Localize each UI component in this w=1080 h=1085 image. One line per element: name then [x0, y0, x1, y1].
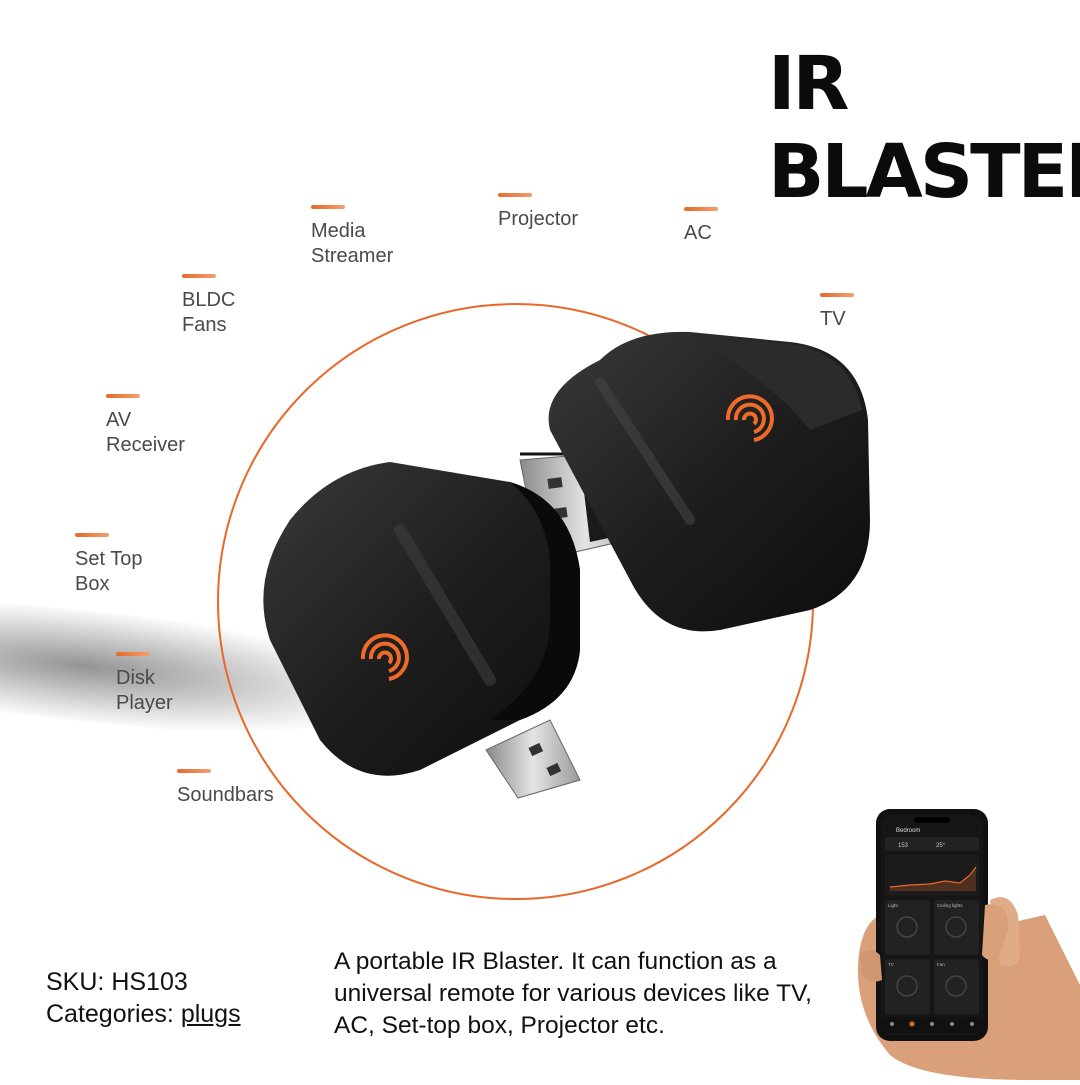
- dash-marker: [75, 533, 109, 537]
- device-label-text: BLDC Fans: [182, 289, 236, 336]
- categories-label: Categories:: [46, 1000, 174, 1028]
- sku-line: SKU: HS103: [46, 966, 241, 998]
- phone-illustration: Bedroom 153 25° Light Ceiling lights TV …: [857, 809, 1080, 1080]
- dash-marker: [116, 652, 150, 656]
- phone-card-label: Light: [888, 903, 899, 908]
- dash-marker: [106, 394, 140, 398]
- device-label-tv: TV: [820, 293, 854, 332]
- brand-logo-icon: [725, 394, 774, 442]
- phone-card-label: Ceiling lights: [937, 903, 963, 908]
- phone-card-label: TV: [888, 962, 894, 967]
- device-label-projector: Projector: [498, 193, 578, 232]
- device-label-av-receiver: AV Receiver: [106, 394, 185, 458]
- dash-marker: [177, 769, 211, 773]
- device-label-disk-player: Disk Player: [116, 652, 173, 716]
- device-label-text: AV Receiver: [106, 409, 185, 456]
- ir-blaster-device-left: [263, 462, 580, 776]
- device-label-ac: AC: [684, 207, 718, 246]
- product-description: A portable IR Blaster. It can function a…: [334, 948, 812, 1039]
- dash-marker: [182, 274, 216, 278]
- device-label-text: Set Top Box: [75, 548, 143, 595]
- device-label-text: TV: [820, 308, 846, 330]
- device-label-text: Soundbars: [177, 784, 274, 806]
- device-label-text: Media Streamer: [311, 220, 394, 267]
- device-label-text: AC: [684, 222, 712, 244]
- category-link-plugs[interactable]: plugs: [180, 1000, 241, 1028]
- categories-line: Categories: plugs: [46, 998, 241, 1030]
- dash-marker: [684, 207, 718, 211]
- dash-marker: [820, 293, 854, 297]
- title-line-1: IR: [768, 41, 850, 127]
- device-label-text: Disk Player: [116, 667, 173, 714]
- sku-label: SKU:: [46, 968, 105, 996]
- device-label-text: Projector: [498, 208, 579, 230]
- device-label-bldc-fans: BLDC Fans: [182, 274, 235, 338]
- dash-marker: [311, 205, 345, 209]
- device-label-soundbars: Soundbars: [177, 769, 274, 808]
- ir-blaster-product-image: [263, 331, 870, 799]
- usb-plug-left: [485, 719, 581, 799]
- title-line-2: BLASTER: [768, 129, 1080, 215]
- device-label-set-top-box: Set Top Box: [75, 533, 142, 597]
- dash-marker: [498, 193, 532, 197]
- sku-block: SKU: HS103 Categories: plugs: [46, 966, 241, 1030]
- phone-temp-left: 153: [898, 843, 909, 849]
- phone-room-title: Bedroom: [896, 828, 920, 834]
- page-title: IR BLASTER: [768, 40, 1080, 216]
- phone-app-image: Bedroom 153 25° Light Ceiling lights TV …: [850, 805, 1080, 1080]
- phone-temp-right: 25°: [936, 843, 946, 849]
- brand-logo-icon: [360, 633, 409, 681]
- ir-blaster-device-right: [548, 331, 870, 632]
- device-label-media-streamer: Media Streamer: [311, 205, 393, 269]
- phone-card-label: Fan: [937, 962, 945, 967]
- sku-value: HS103: [111, 968, 188, 996]
